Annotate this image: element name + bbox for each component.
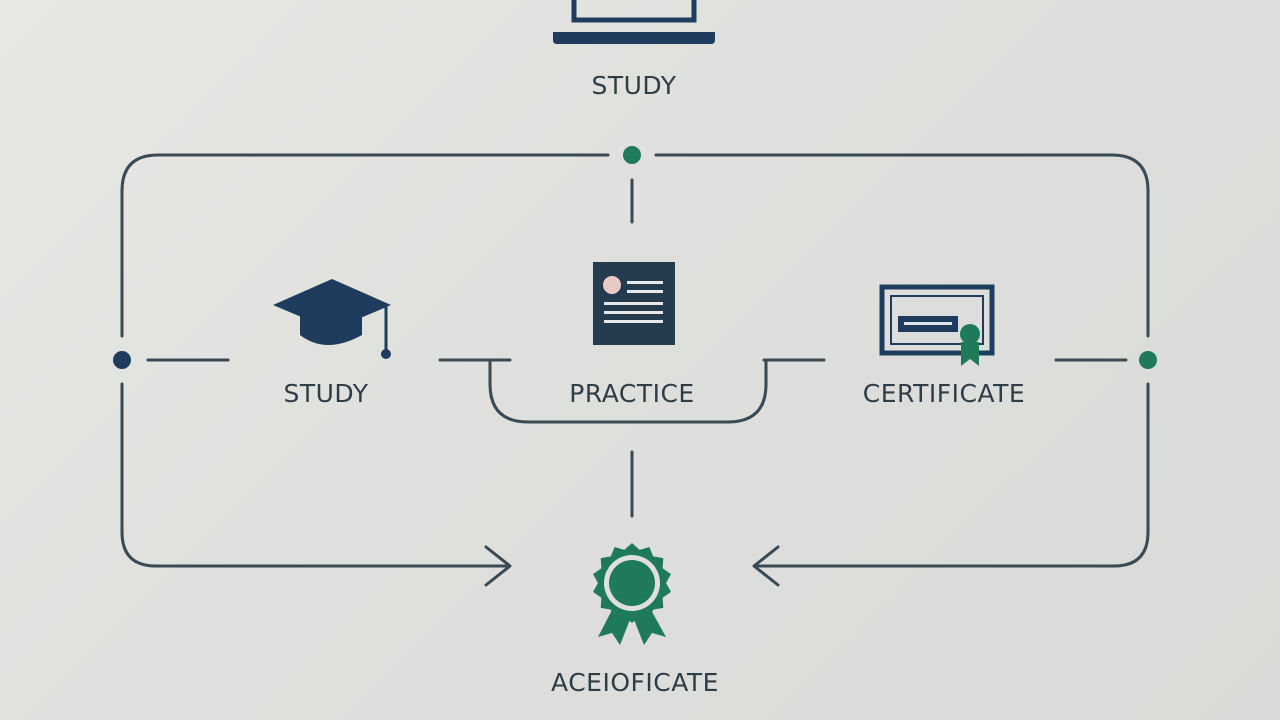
certificate-node-label: CERTIFICATE <box>862 379 1026 408</box>
junction-dot-left <box>113 351 131 369</box>
laptop-icon <box>553 0 715 44</box>
outer-loop-top-right <box>654 153 1150 338</box>
junction-dot-top <box>623 146 641 164</box>
outer-loop-bottom-right <box>754 382 1150 568</box>
certificate-icon <box>879 284 995 366</box>
practice-bracket <box>488 358 768 424</box>
document-icon <box>593 262 675 345</box>
outer-loop-bottom-left <box>120 382 510 568</box>
award-badge-icon <box>593 543 671 645</box>
top-node-label: STUDY <box>591 71 677 100</box>
graduation-cap-icon <box>273 279 391 359</box>
practice-node-label: PRACTICE <box>569 379 695 408</box>
junction-dot-right <box>1139 351 1157 369</box>
arrow-head-right <box>752 545 780 587</box>
outer-loop-top-left <box>120 153 610 338</box>
study-node-label: STUDY <box>283 379 369 408</box>
arrow-head-left <box>484 545 512 587</box>
result-node-label: ACEIOFICATE <box>551 668 719 697</box>
